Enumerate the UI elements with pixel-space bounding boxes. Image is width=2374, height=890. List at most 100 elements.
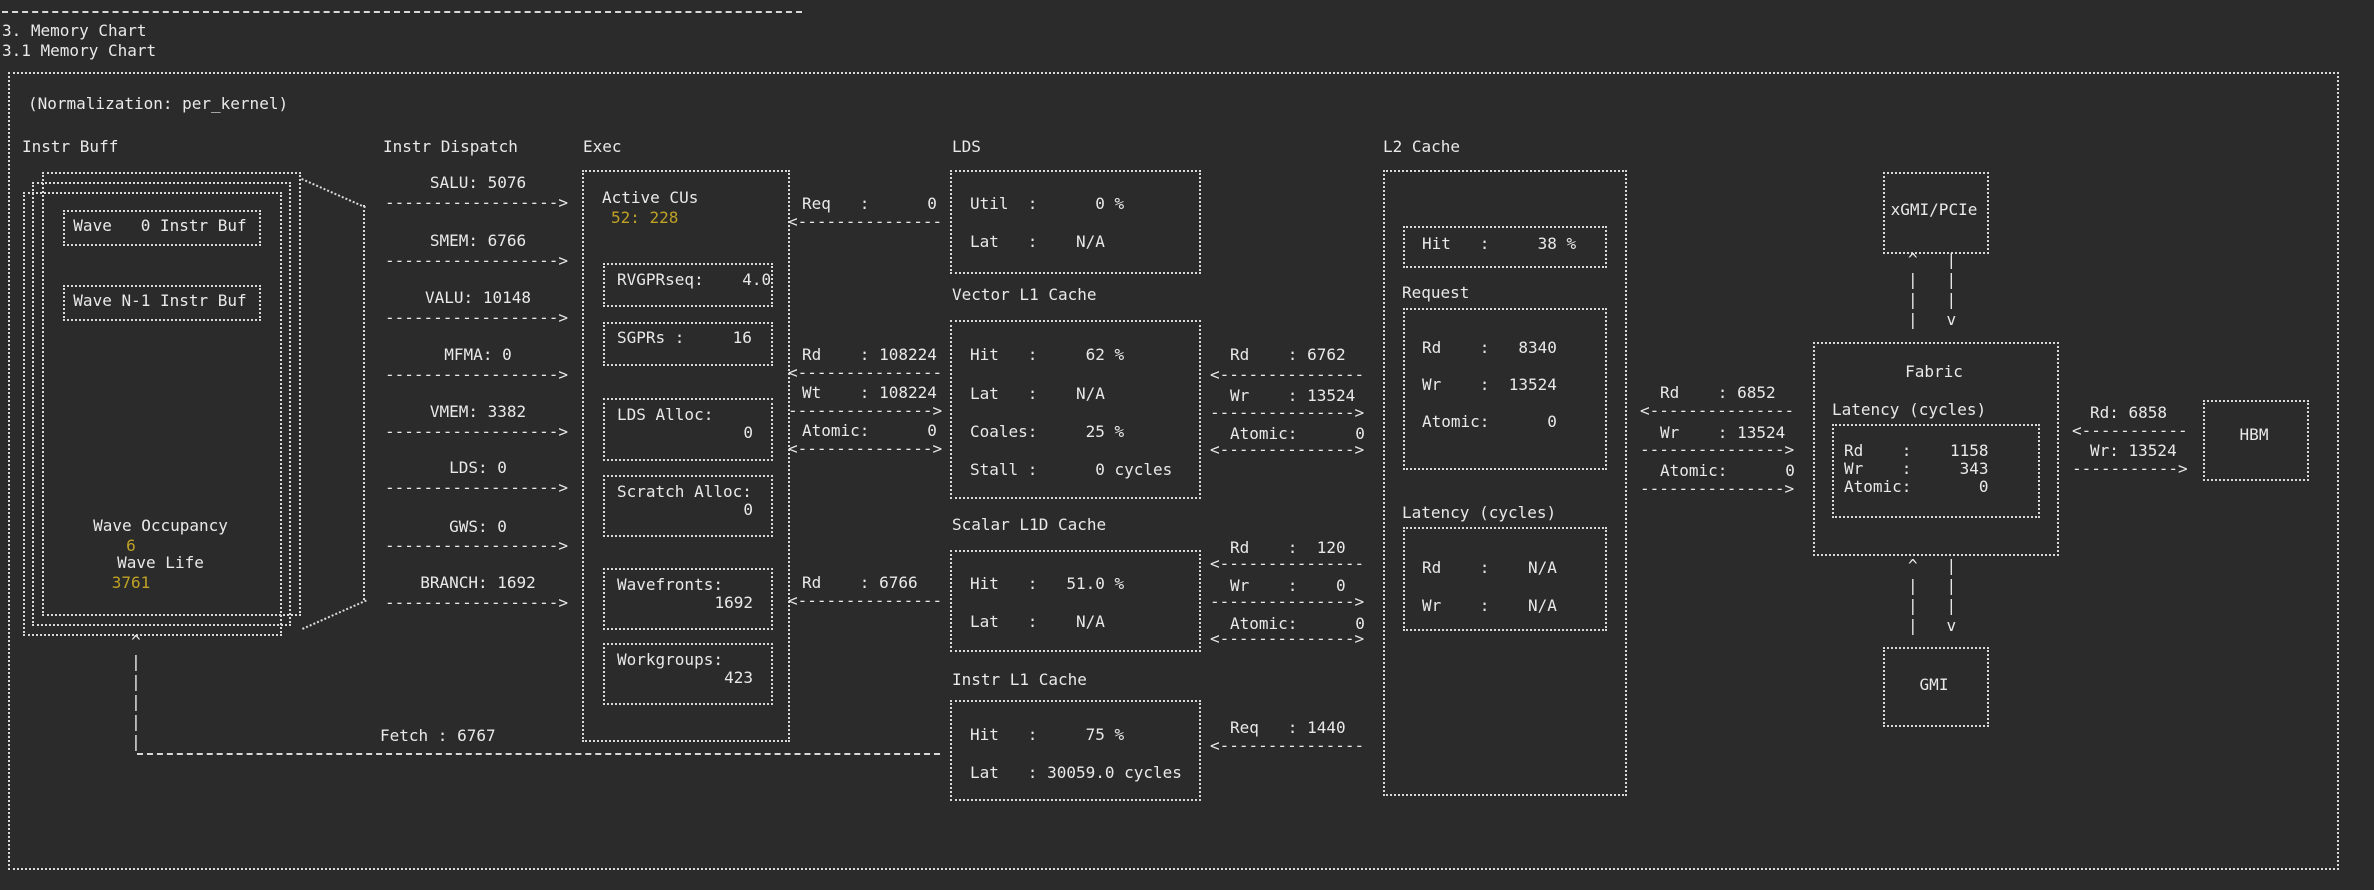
scratch-alloc-value: 0 <box>743 500 753 519</box>
wave0-instr-buf-label: Wave 0 Instr Buf <box>73 216 247 235</box>
l2-request-header: Request <box>1402 283 1470 302</box>
dispatch-valu-arrow-right: ------------------> <box>385 308 569 327</box>
fetch-return-arrow-glyphs: ^ | | | | | <box>131 632 141 751</box>
wave-occupancy-value: 6 <box>126 536 136 555</box>
dispatch-gws-arrow-right: ------------------> <box>385 536 569 555</box>
fabric-rd-arrow-left: <--------------- <box>1640 401 1795 420</box>
lds-header: LDS <box>952 137 981 156</box>
xgmi-pcie-box <box>1883 172 1989 254</box>
l2-il1-req-arrow-left: <--------------- <box>1210 736 1365 755</box>
lds-alloc-box <box>603 398 773 461</box>
l2-vl1-atomic-label: Atomic: 0 <box>1230 424 1365 443</box>
memory-chart-panel <box>8 72 2339 870</box>
dispatch-smem-label: SMEM: 6766 <box>429 231 527 250</box>
funnel-vertical-edge <box>363 205 365 600</box>
instr-dispatch-header: Instr Dispatch <box>383 137 518 156</box>
dispatch-lds-arrow-right: ------------------> <box>385 478 569 497</box>
dispatch-vmem-label: VMEM: 3382 <box>429 402 527 421</box>
vl1-hit-stat: Hit : 62 % <box>970 345 1125 364</box>
instr-buff-stack-mid <box>32 182 291 626</box>
fetch-counter-label: Fetch : 6767 <box>380 726 496 745</box>
l2-req-wr-stat: Wr : 13524 <box>1422 375 1557 394</box>
page-subtitle: 3.1 Memory Chart <box>2 41 157 60</box>
dispatch-salu-label: SALU: 5076 <box>429 173 527 192</box>
fabric-latency-box <box>1832 424 2040 518</box>
fabric-atomic-arrow-right: ---------------> <box>1640 479 1795 498</box>
wave-life-value: 3761 <box>111 573 151 592</box>
l2-hit-stat: Hit : 38 % <box>1422 234 1577 253</box>
instr-buff-stack-back <box>42 172 301 616</box>
sl1d-hit-stat: Hit : 51.0 % <box>970 574 1125 593</box>
scratch-alloc-box <box>603 475 773 537</box>
gmi-box <box>1883 647 1989 727</box>
fabric-rd-label: Rd : 6852 <box>1660 383 1776 402</box>
lds-alloc-value: 0 <box>743 423 753 442</box>
xgmi-fabric-link-glyphs: ^ | | | | | | v <box>1908 250 1957 329</box>
fabric-box <box>1813 342 2059 556</box>
vl1-stall-stat: Stall : 0 cycles <box>970 460 1173 479</box>
sl1d-rd-arrow-left: <--------------- <box>788 591 943 610</box>
xgmi-pcie-label: xGMI/PCIe <box>1890 200 1978 219</box>
hbm-rd-arrow-left: <----------- <box>2072 421 2188 440</box>
fabric-title: Fabric <box>1905 362 1963 381</box>
dispatch-branch-label: BRANCH: 1692 <box>420 573 536 592</box>
l2-cache-box <box>1383 170 1627 796</box>
l2-vl1-rd-arrow-left: <--------------- <box>1210 365 1365 384</box>
dispatch-mfma-label: MFMA: 0 <box>444 345 512 364</box>
fabric-wr-arrow-right: ---------------> <box>1640 440 1795 459</box>
l2-lat-wr-stat: Wr : N/A <box>1422 596 1557 615</box>
lds-box <box>950 170 1201 274</box>
l2-latency-box <box>1403 527 1607 631</box>
fabric-lat-atomic-stat: Atomic: 0 <box>1844 477 1989 496</box>
vl1-lat-stat: Lat : N/A <box>970 384 1105 403</box>
l2-latency-header: Latency (cycles) <box>1402 503 1557 522</box>
lds-req-arrow-left: <--------------- <box>788 212 943 231</box>
l2-sl1d-rd-arrow-left: <--------------- <box>1210 554 1365 573</box>
wavefronts-box <box>603 568 773 630</box>
dispatch-valu-label: VALU: 10148 <box>425 288 531 307</box>
page-title: 3. Memory Chart <box>2 21 147 40</box>
sl1d-lat-stat: Lat : N/A <box>970 612 1105 631</box>
l2-vl1-wr-label: Wr : 13524 <box>1230 386 1356 405</box>
waveN-instr-buf-label: Wave N-1 Instr Buf <box>73 291 247 310</box>
instr-l1-box <box>950 700 1201 801</box>
hbm-wr-arrow-right: -----------> <box>2072 459 2188 478</box>
dispatch-branch-arrow-right: ------------------> <box>385 593 569 612</box>
lds-alloc-label: LDS Alloc: <box>617 405 714 424</box>
l2-lat-rd-stat: Rd : N/A <box>1422 558 1557 577</box>
vgpr-line: RVGPRseq: 4.0 <box>617 270 772 289</box>
hbm-label: HBM <box>2239 425 2269 444</box>
l2-sl1d-wr-arrow-right: ---------------> <box>1210 592 1365 611</box>
fabric-lat-rd-stat: Rd : 1158 <box>1844 441 1989 460</box>
gmi-label: GMI <box>1919 675 1949 694</box>
l2-il1-req-label: Req : 1440 <box>1230 718 1346 737</box>
hbm-wr-label: Wr: 13524 <box>2090 441 2177 460</box>
l2-sl1d-atomic-arrow-both: <--------------> <box>1210 629 1365 648</box>
sgpr-box <box>603 322 773 366</box>
vl1-wt-arrow-right: ---------------> <box>788 401 943 420</box>
vector-l1-box <box>950 320 1201 499</box>
wavefronts-label: Wavefronts: <box>617 575 723 594</box>
l2-sl1d-rd-label: Rd : 120 <box>1230 538 1346 557</box>
dispatch-vmem-arrow-right: ------------------> <box>385 422 569 441</box>
l2-sl1d-atomic-label: Atomic: 0 <box>1230 614 1365 633</box>
wave-occupancy-label: Wave Occupancy <box>93 516 228 535</box>
vgpr-box <box>603 263 773 307</box>
fabric-wr-label: Wr : 13524 <box>1660 423 1786 442</box>
l2-req-rd-stat: Rd : 8340 <box>1422 338 1557 357</box>
lds-req-label: Req : 0 <box>802 194 937 213</box>
instr-l1-header: Instr L1 Cache <box>952 670 1087 689</box>
sl1d-rd-label: Rd : 6766 <box>802 573 918 592</box>
normalization-label: (Normalization: per_kernel) <box>28 94 289 113</box>
dispatch-gws-label: GWS: 0 <box>449 517 507 536</box>
dispatch-salu-arrow-right: ------------------> <box>385 193 569 212</box>
vector-l1-header: Vector L1 Cache <box>952 285 1097 304</box>
il1-hit-stat: Hit : 75 % <box>970 725 1125 744</box>
scalar-l1d-header: Scalar L1D Cache <box>952 515 1107 534</box>
lds-util-stat: Util : 0 % <box>970 194 1125 213</box>
instr-buff-header: Instr Buff <box>22 137 119 156</box>
dispatch-mfma-arrow-right: ------------------> <box>385 365 569 384</box>
hbm-rd-label: Rd: 6858 <box>2090 403 2168 422</box>
l2-sl1d-wr-label: Wr : 0 <box>1230 576 1346 595</box>
